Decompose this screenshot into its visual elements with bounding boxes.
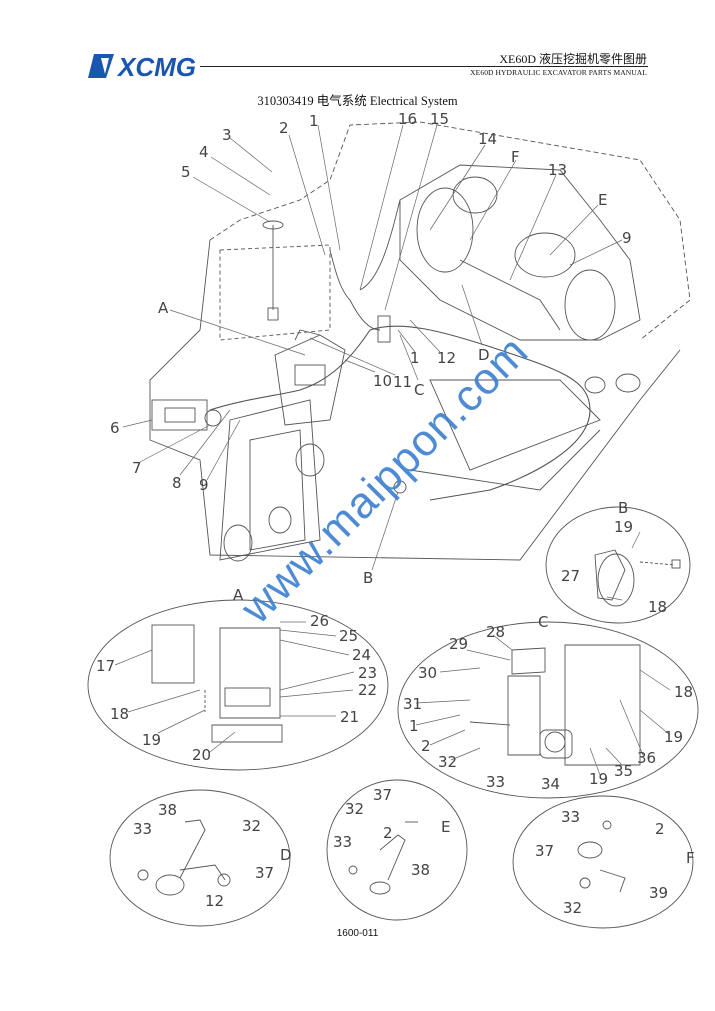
- callout: 34: [541, 775, 560, 793]
- callout: A: [158, 299, 169, 317]
- callout: 24: [352, 646, 371, 664]
- callout: 2: [655, 820, 665, 838]
- callout: 12: [437, 349, 456, 367]
- callout: 18: [110, 705, 129, 723]
- callout: 26: [310, 612, 329, 630]
- callout: F: [511, 148, 520, 166]
- callout: D: [478, 346, 490, 364]
- callout: 11: [393, 373, 412, 391]
- callout: 19: [142, 731, 161, 749]
- callout: 17: [96, 657, 115, 675]
- callout: 1: [409, 717, 419, 735]
- callout: 18: [648, 598, 667, 616]
- callout: 22: [358, 681, 377, 699]
- callout: 38: [411, 861, 430, 879]
- callout: 33: [133, 820, 152, 838]
- callout: 3: [222, 126, 232, 144]
- callout: 19: [614, 518, 633, 536]
- callout: 1: [309, 112, 319, 130]
- callout: 39: [649, 884, 668, 902]
- callout: 25: [339, 627, 358, 645]
- callout: 20: [192, 746, 211, 764]
- callout: 1: [410, 349, 420, 367]
- callout: 16: [398, 110, 417, 128]
- callout: 27: [561, 567, 580, 585]
- callout: 2: [383, 824, 393, 842]
- callout: 5: [181, 163, 191, 181]
- callout: 2: [279, 119, 289, 137]
- callout: 12: [205, 892, 224, 910]
- logo-wordmark: XCMG: [116, 52, 196, 82]
- callout: 32: [242, 817, 261, 835]
- callout: B: [363, 569, 373, 587]
- callout: 21: [340, 708, 359, 726]
- callout: C: [414, 381, 424, 399]
- callout: 9: [622, 229, 632, 247]
- callout: 13: [548, 161, 567, 179]
- page-title: 310303419 电气系统 Electrical System: [257, 94, 458, 108]
- page-number: 1600-011: [336, 928, 379, 939]
- callout: D: [280, 846, 292, 864]
- callout: 8: [172, 474, 182, 492]
- callout: 9: [199, 476, 209, 494]
- callout: 33: [486, 773, 505, 791]
- callout: 2: [421, 737, 431, 755]
- callout: 35: [614, 762, 633, 780]
- header-rule: [200, 66, 648, 67]
- callout: 30: [418, 664, 437, 682]
- manual-subtitle: XE60D HYDRAULIC EXCAVATOR PARTS MANUAL: [470, 68, 647, 77]
- callout: 4: [199, 143, 209, 161]
- callout: 18: [674, 683, 693, 701]
- callout: 32: [563, 899, 582, 917]
- callout: 37: [535, 842, 554, 860]
- callout: 31: [403, 695, 422, 713]
- callout: 29: [449, 635, 468, 653]
- callout: 32: [438, 753, 457, 771]
- callout: 7: [132, 459, 142, 477]
- callout: 19: [589, 770, 608, 788]
- callout: 6: [110, 419, 120, 437]
- callout: 36: [637, 749, 656, 767]
- callout: E: [598, 191, 607, 209]
- callout: C: [538, 613, 548, 631]
- callout: 37: [373, 786, 392, 804]
- callout: 28: [486, 623, 505, 641]
- callout: 37: [255, 864, 274, 882]
- callout: 32: [345, 800, 364, 818]
- xcmg-logo: XCMG: [88, 52, 196, 82]
- callout: 19: [664, 728, 683, 746]
- callout: 38: [158, 801, 177, 819]
- callout: 33: [333, 833, 352, 851]
- callout: 33: [561, 808, 580, 826]
- callout: A: [233, 586, 244, 604]
- callout: 15: [430, 110, 449, 128]
- manual-title: XE60D 液压挖掘机零件图册: [499, 52, 647, 66]
- callout: 23: [358, 664, 377, 682]
- callout: E: [441, 818, 450, 836]
- callout: B: [618, 499, 628, 517]
- callout: 14: [478, 130, 497, 148]
- callout: F: [686, 849, 695, 867]
- callout: 10: [373, 372, 392, 390]
